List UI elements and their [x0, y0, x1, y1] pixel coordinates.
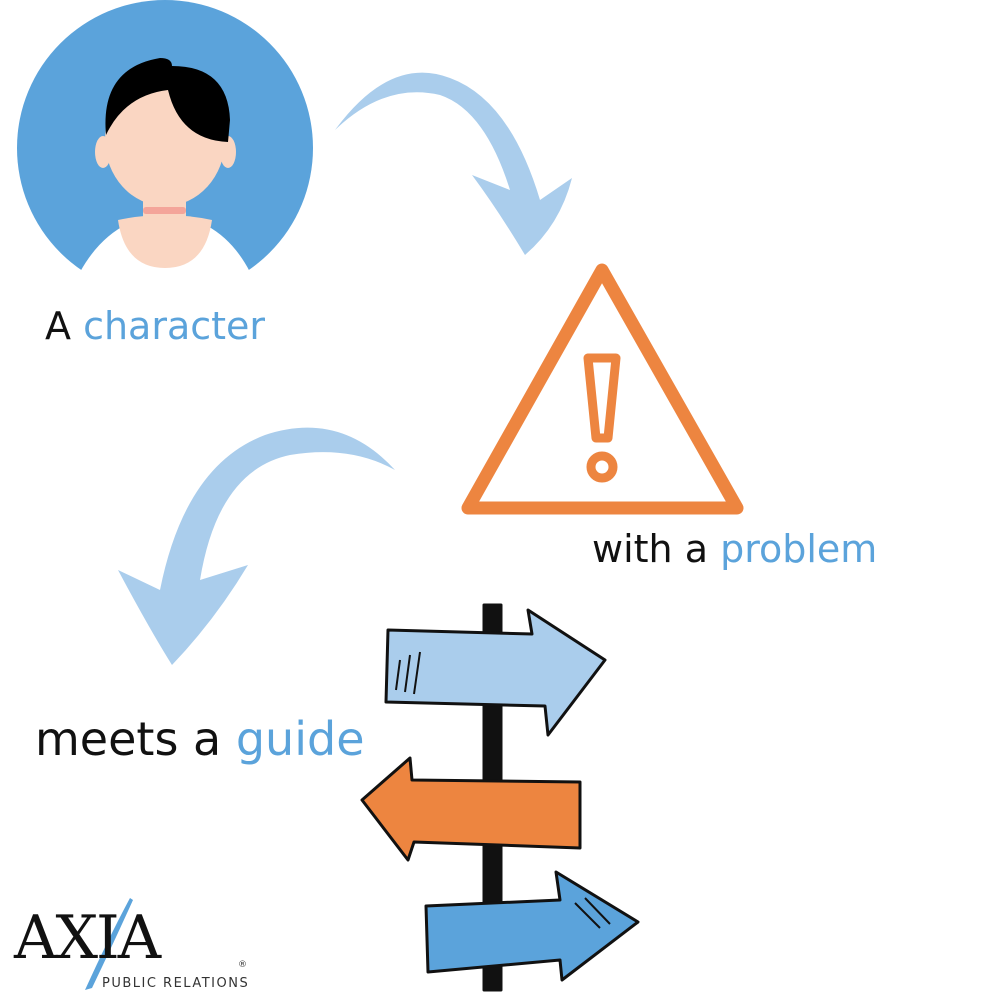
logo-tagline: PUBLIC RELATIONS [102, 976, 250, 991]
label-lead: meets a [35, 712, 236, 766]
logo-name: AXIA [14, 903, 161, 973]
step-guide-label: meets a guide [35, 712, 365, 766]
step-problem-label: with a problem [592, 527, 877, 571]
step-character-label: A character [45, 304, 265, 348]
logo-registered-mark: ® [238, 960, 247, 970]
logo-swoosh-icon [85, 898, 133, 990]
curved-arrow-icon [335, 72, 572, 255]
label-accent: guide [235, 712, 365, 766]
character-avatar-icon [17, 0, 313, 272]
label-accent: problem [720, 527, 878, 571]
warning-icon [461, 263, 744, 515]
label-accent: character [83, 304, 266, 348]
label-lead: with a [592, 527, 721, 571]
label-lead: A [45, 304, 84, 348]
curved-arrow-icon [118, 427, 395, 665]
signpost-icon [360, 603, 640, 992]
axia-logo: AXIA ® PUBLIC RELATIONS [14, 900, 254, 995]
